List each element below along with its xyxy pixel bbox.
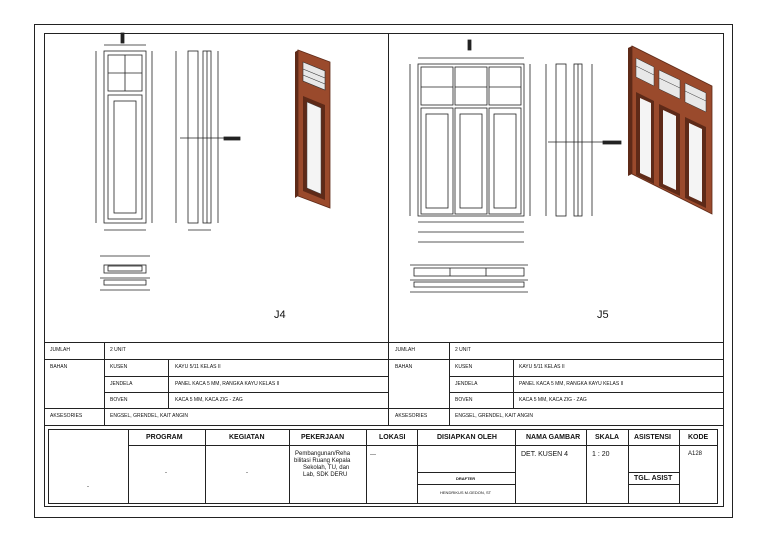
spec-left-boven-label: BOVEN [110, 397, 128, 403]
spec-left-kusen-label: KUSEN [110, 364, 128, 370]
tb-kegiatan-label: KEGIATAN [229, 434, 265, 441]
tb-pekerjaan-value-2: bilitasi Ruang Kepala [294, 458, 351, 464]
spec-right-jendela-label: JENDELA [455, 381, 478, 387]
tb-pekerjaan-value-3: Sekolah, TU, dan [303, 465, 350, 471]
tb-drafter-name: HENDRIKUS M.GEDON, ST [440, 490, 492, 495]
sheet-inner-border [44, 33, 724, 507]
sheet-outer-border [34, 24, 733, 518]
spec-right-bahan-label: BAHAN [395, 364, 413, 370]
spec-left-kusen-value: KAYU 5/11 KELAS II [175, 364, 221, 370]
tb-disiapkan-label: DISIAPKAN OLEH [437, 434, 497, 441]
tb-program-label: PROGRAM [146, 434, 183, 441]
spec-right-kusen-label: KUSEN [455, 364, 473, 370]
tb-tgl-asist-label: TGL. ASIST [634, 475, 673, 482]
tb-kode-value: A128 [688, 451, 703, 457]
spec-left-bahan-label: BAHAN [50, 364, 68, 370]
spec-left-aksesories-label: AKSESORIES [50, 413, 83, 419]
tb-lokasi-label: LOKASI [379, 434, 406, 441]
tb-pekerjaan-value-1: Pembangunan/Reha [295, 451, 351, 457]
spec-right-aksesories-label: AKSESORIES [395, 413, 428, 419]
tb-pekerjaan-value-4: Lab, SDK DERU [303, 472, 348, 478]
spec-left-boven-value: KACA 5 MM, KACA ZIG - ZAG [175, 397, 243, 403]
tb-nama-gambar-value: DET. KUSEN 4 [521, 451, 569, 458]
spec-right-boven-value: KACA 5 MM, KACA ZIG - ZAG [519, 397, 587, 403]
spec-left-jendela-value: PANEL KACA 5 MM, RANGKA KAYU KELAS II [175, 381, 280, 387]
tb-kode-label: KODE [688, 434, 709, 441]
spec-right-jendela-value: PANEL KACA 5 MM, RANGKA KAYU KELAS II [519, 381, 624, 387]
tb-kegiatan-value: - [246, 470, 248, 476]
spec-left-aksesories-value: ENGSEL, GRENDEL, KAIT ANGIN [110, 413, 188, 419]
spec-right-jumlah-label: JUMLAH [395, 347, 416, 353]
drawing-bottom-line [44, 342, 724, 343]
tb-lokasi-value: --- [370, 452, 376, 458]
spec-left-jumlah-label: JUMLAH [50, 347, 71, 353]
tb-pekerjaan-label: PEKERJAAN [301, 434, 345, 441]
tb-drafter-label: DRAFTER [456, 476, 476, 481]
spec-left-jendela-label: JENDELA [110, 381, 133, 387]
tb-skala-label: SKALA [595, 434, 620, 441]
tb-program-value: - [165, 470, 167, 476]
spec-right-aksesories-value: ENGSEL, GRENDEL, KAIT ANGIN [455, 413, 533, 419]
drawing-divider [388, 33, 389, 343]
spec-left-jumlah-value: 2 UNIT [110, 347, 126, 353]
tb-left-dash: - [87, 484, 89, 490]
spec-right-kusen-value: KAYU 5/11 KELAS II [519, 364, 565, 370]
tb-skala-value: 1 : 20 [592, 451, 610, 458]
tb-asistensi-label: ASISTENSI [634, 434, 671, 441]
tb-nama-gambar-label: NAMA GAMBAR [526, 434, 581, 441]
j4-label: J4 [274, 309, 286, 321]
spec-right-boven-label: BOVEN [455, 397, 473, 403]
j5-label: J5 [597, 309, 609, 321]
spec-right-jumlah-value: 2 UNIT [455, 347, 471, 353]
